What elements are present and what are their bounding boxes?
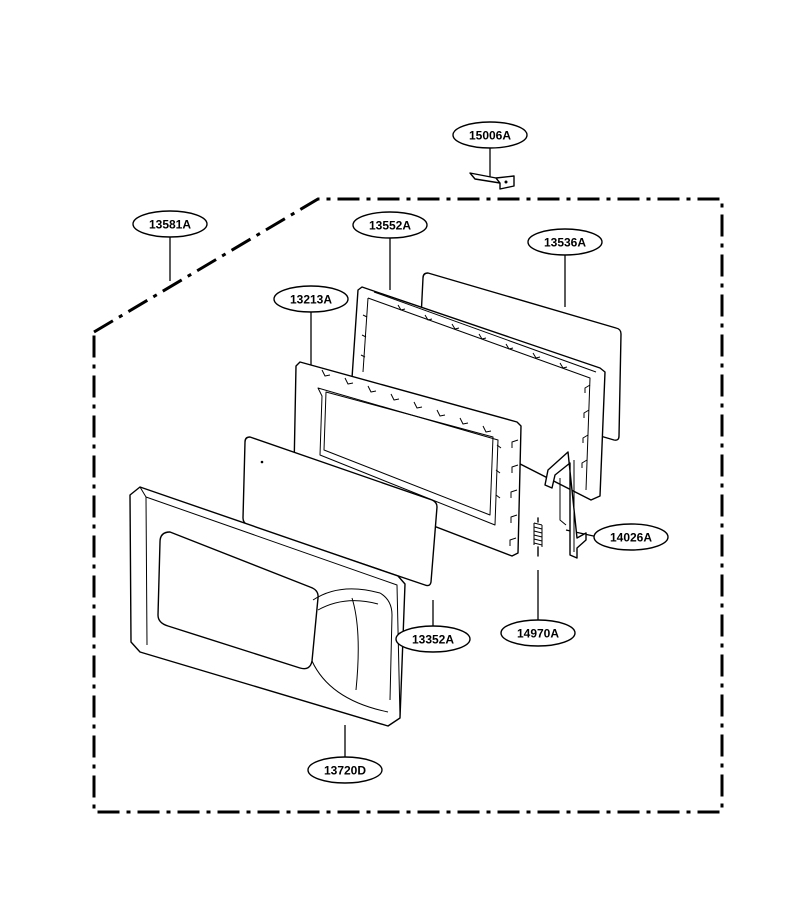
door-front-part [129, 486, 406, 727]
callout-15006a-label: 15006A [469, 129, 511, 143]
callout-13552a-label: 13552A [369, 219, 411, 233]
door-frame-part [293, 361, 522, 557]
callout-13581a-label: 13581A [149, 218, 191, 232]
bracket-part [469, 172, 515, 190]
spring-part [533, 517, 543, 557]
callout-14026a: 14026A [593, 523, 669, 551]
callout-13536a: 13536A [527, 228, 603, 256]
callout-14970a-label: 14970A [517, 627, 559, 641]
callout-13536a-label: 13536A [544, 236, 586, 250]
door-screen-part [242, 436, 438, 587]
callout-13352a: 13352A [395, 625, 471, 653]
leader-lines [169, 148, 599, 757]
callout-13552a: 13552A [352, 211, 428, 239]
callout-15006a: 15006A [452, 121, 528, 149]
assembly-boundary [92, 197, 724, 814]
callout-13213a-label: 13213A [290, 293, 332, 307]
callout-13213a: 13213A [273, 285, 349, 313]
callout-14026a-label: 14026A [610, 531, 652, 545]
choke-frame-part [351, 286, 606, 501]
callout-13720d-label: 13720D [324, 764, 366, 778]
callout-13352a-label: 13352A [412, 633, 454, 647]
latch-hook-part [544, 451, 587, 559]
callout-13581a: 13581A [132, 210, 208, 238]
callout-14970a: 14970A [500, 619, 576, 647]
callout-13720d: 13720D [307, 756, 383, 784]
